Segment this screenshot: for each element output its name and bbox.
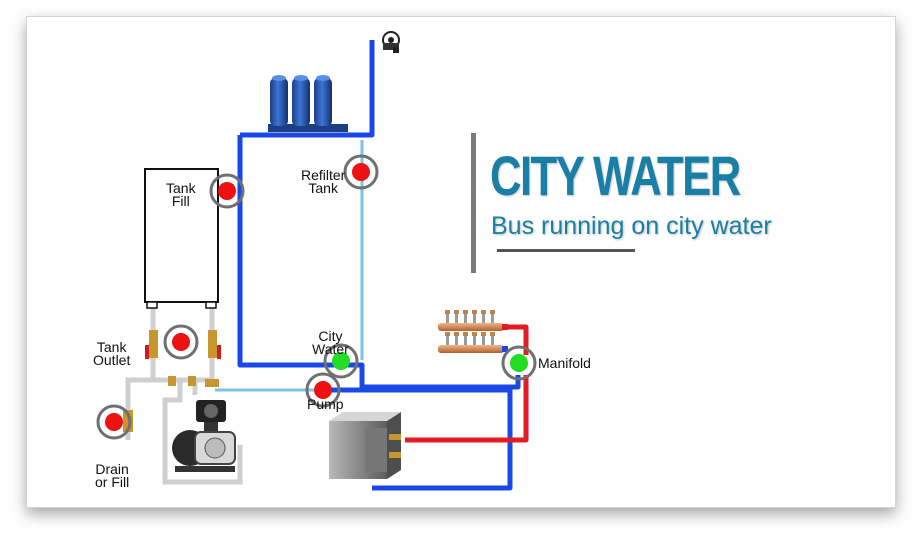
page-subtitle: Bus running on city water: [491, 212, 772, 240]
label-tank-fill: Tank Fill: [166, 180, 196, 209]
valve-tank-fill[interactable]: [209, 173, 245, 209]
valve-drain-or-fill[interactable]: [96, 404, 132, 440]
faucet-icon: [382, 31, 400, 53]
valve-refilter-tank[interactable]: [343, 154, 379, 190]
title-accent-bar: [471, 133, 476, 273]
subtitle-underline: [497, 249, 635, 252]
valve-manifold[interactable]: [501, 345, 537, 381]
valve-indicators: [96, 154, 537, 440]
pex-manifold-icon: [438, 310, 508, 353]
water-filter-icon: [268, 75, 348, 132]
drain-valve-icon: [123, 410, 133, 432]
water-heater-icon: [329, 412, 401, 479]
valve-pump[interactable]: [305, 372, 341, 408]
water-tank-icon: [144, 168, 234, 309]
label-refilter-tank: Refilter Tank: [301, 167, 346, 196]
valve-tank-outlet[interactable]: [163, 324, 199, 360]
page-title: CITY WATER: [490, 144, 741, 207]
valve-city-water[interactable]: [323, 343, 359, 379]
label-tank-outlet: Tank Outlet: [93, 339, 131, 368]
label-manifold: Manifold: [538, 355, 591, 371]
label-city-water: City Water: [312, 328, 349, 357]
label-drain-or-fill: Drain or Fill: [95, 461, 130, 490]
pressure-switch-icon: [196, 400, 226, 432]
red-pipe-lines: [405, 324, 529, 443]
water-pump-icon: [172, 430, 236, 472]
label-pump: Pump: [307, 396, 344, 412]
tank-outlet-valves: [145, 330, 221, 387]
